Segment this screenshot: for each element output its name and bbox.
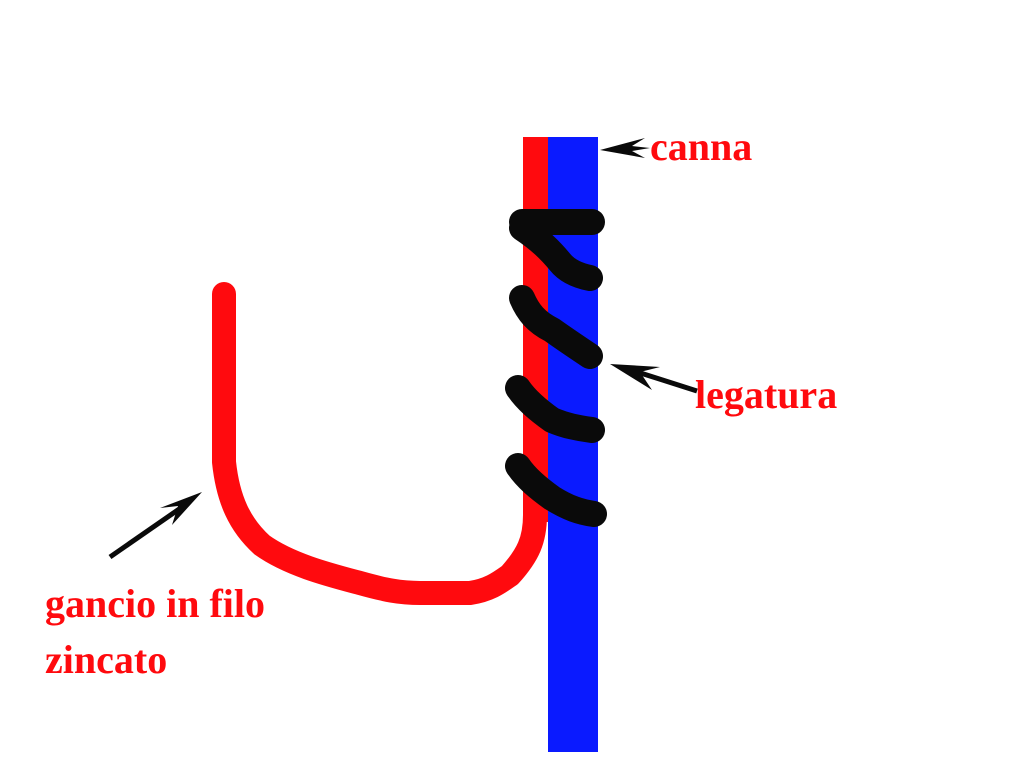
galvanized-wire-hook [212, 137, 548, 605]
binding-wrap-1 [509, 209, 605, 291]
arrow-to-hook [108, 492, 202, 560]
arrow-icon [160, 492, 202, 525]
binding-wrap-2 [509, 285, 603, 369]
label-hook-line-2: zincato [45, 637, 167, 682]
label-binding: legatura [695, 372, 837, 417]
arrow-icon [610, 364, 660, 390]
label-cane: canna [650, 124, 752, 169]
binding-wrap-4 [505, 453, 607, 527]
binding-wrap-3 [505, 375, 605, 443]
arrow-shaft [108, 502, 187, 560]
arrow-to-binding [610, 364, 698, 394]
arrow-icon [600, 138, 650, 158]
arrow-to-cane [600, 138, 650, 158]
label-hook-line-1: gancio in filo [45, 581, 265, 626]
wire-hook-curve [212, 282, 547, 605]
binding-wraps [505, 209, 607, 527]
